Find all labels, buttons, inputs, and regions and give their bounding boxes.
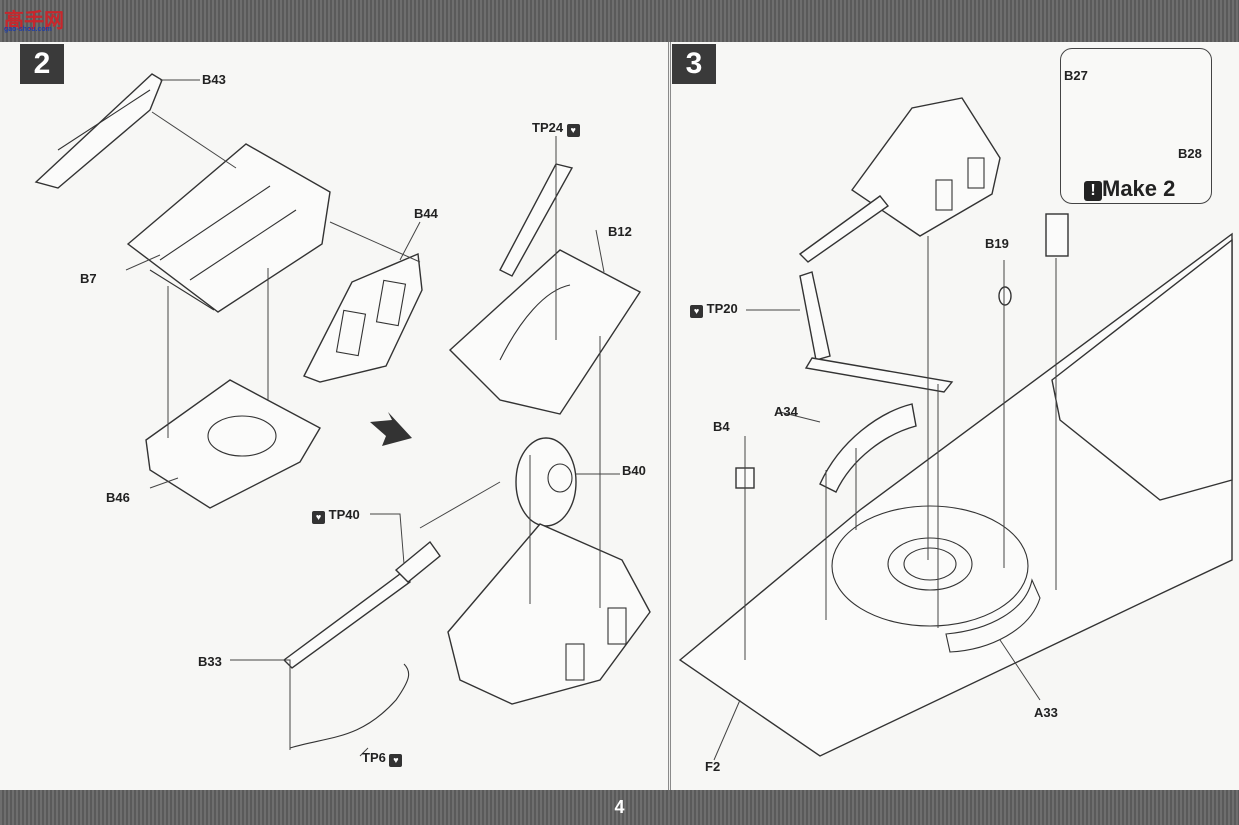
part-tp6 [289,663,410,749]
label-b19: B19 [985,236,1009,251]
label-b27: B27 [1064,68,1088,83]
part-b27-on-hull [1045,213,1069,257]
label-b28: B28 [1178,146,1202,161]
page-number: 4 [614,797,625,817]
part-b46 [145,379,321,509]
photo-etch-icon: ♥ [389,754,403,767]
part-a33 [945,578,1041,653]
label-a33: A33 [1034,705,1058,720]
label-b46: B46 [106,490,130,505]
label-b40: B40 [622,463,646,478]
label-b12: B12 [608,224,632,239]
step-3-number: 3 [672,44,716,84]
photo-etch-icon: ♥ [566,124,580,137]
part-b19 [998,286,1012,306]
make-two-text: Make 2 [1102,176,1176,201]
part-b33 [282,573,412,669]
part-tp20 [799,271,831,361]
label-b33: B33 [198,654,222,669]
label-f2: F2 [705,759,721,774]
label-a34: A34 [774,404,798,419]
part-b44 [303,252,423,383]
label-b7: B7 [80,271,97,286]
photo-etch-icon: ♥ [312,511,325,524]
label-b43: B43 [202,72,226,87]
label-tp40: ♥ TP40 [312,507,360,524]
label-b4: B4 [713,419,730,434]
part-turret-assembled [447,523,651,705]
direction-arrow-icon [370,412,412,446]
label-tp20: ♥ TP20 [690,301,738,318]
logo-subtext: gao-shou.com [4,26,52,33]
make-two-inset [1060,48,1212,204]
top-band [0,0,1239,42]
label-tp24: TP24 ♥ [532,120,580,137]
warning-icon: ! [1084,181,1102,201]
part-b40 [515,437,577,527]
part-b43 [34,73,163,189]
step-2-number: 2 [20,44,64,84]
part-b12 [448,249,642,415]
site-logo: 高手网 gao-shou.com [4,4,70,36]
part-turret-top [851,97,1001,237]
label-tp6: TP6 ♥ [362,750,403,767]
part-a34 [819,403,917,493]
logo-text: 高手网 [4,10,64,32]
photo-etch-icon: ♥ [690,305,703,318]
part-tp24 [499,163,574,277]
bottom-band [0,790,1239,825]
part-b7 [126,143,331,313]
make-two-note: !Make 2 [1084,176,1175,202]
label-b44: B44 [414,206,438,221]
